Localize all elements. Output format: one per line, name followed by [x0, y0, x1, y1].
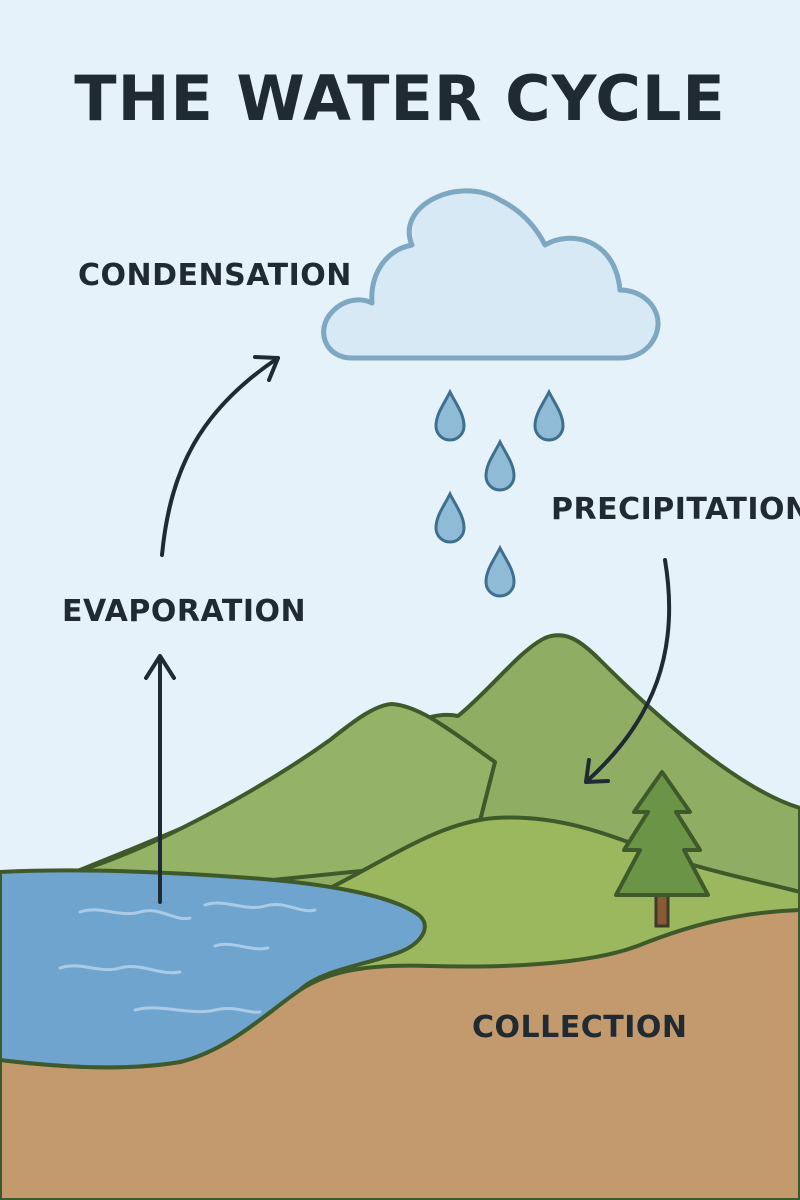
tree-icon — [614, 770, 710, 928]
label-condensation: CONDENSATION — [78, 258, 352, 293]
raindrops — [434, 388, 565, 598]
diagram-title: THE WATER CYCLE — [74, 62, 726, 135]
condensation-arrow-icon — [160, 355, 280, 557]
label-evaporation: EVAPORATION — [62, 594, 307, 629]
label-precipitation: PRECIPITATION — [551, 492, 800, 527]
water-ripples — [58, 901, 317, 1014]
raindrop-icon — [484, 544, 516, 598]
cloud-icon — [321, 188, 661, 361]
precipitation-arrow-icon — [584, 558, 672, 784]
mountain-front — [73, 702, 497, 902]
raindrop-icon — [484, 438, 516, 492]
raindrop-icon — [533, 388, 565, 442]
lake — [0, 868, 427, 1070]
label-collection: COLLECTION — [472, 1010, 688, 1045]
evaporation-arrow-icon — [144, 654, 176, 904]
raindrop-icon — [434, 490, 466, 544]
raindrop-icon — [434, 388, 466, 442]
